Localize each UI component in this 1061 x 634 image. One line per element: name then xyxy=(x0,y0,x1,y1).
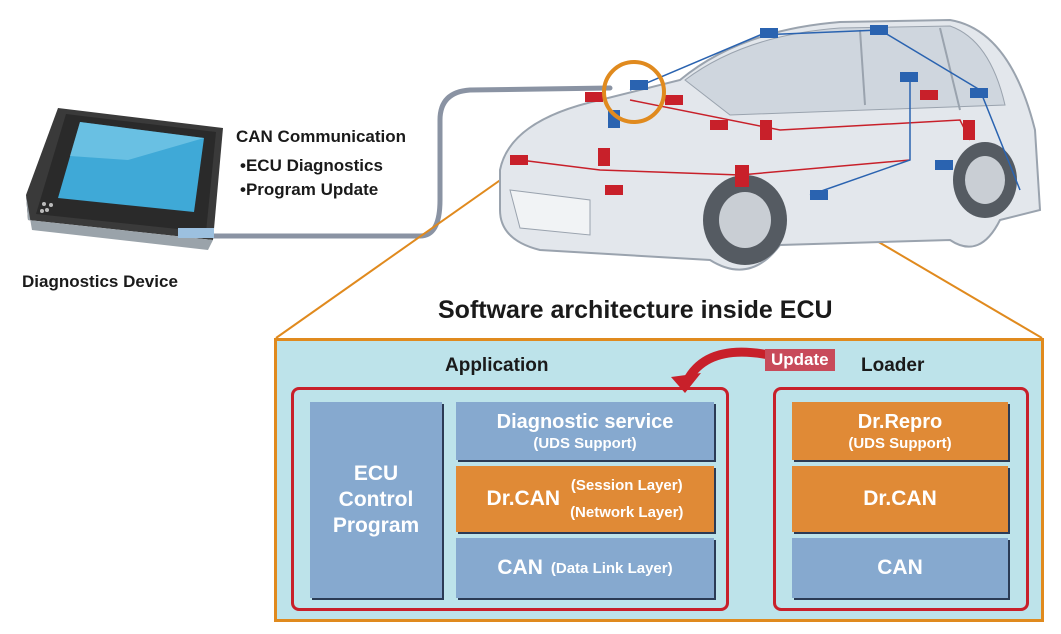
loader-group: Dr.Repro (UDS Support) Dr.CAN CAN xyxy=(773,387,1029,611)
can-app-title: CAN xyxy=(497,555,543,579)
can-loader-title: CAN xyxy=(877,555,923,579)
can-bullet-program-update: •Program Update xyxy=(240,180,379,199)
application-group: ECU Control Program Diagnostic service (… xyxy=(291,387,729,611)
can-app-block: CAN (Data Link Layer) xyxy=(456,538,714,598)
application-label: Application xyxy=(445,355,549,376)
can-app-sub: (Data Link Layer) xyxy=(550,559,673,577)
can-communication-title: CAN Communication xyxy=(236,127,406,146)
diagnostics-device-label: Diagnostics Device xyxy=(22,272,178,291)
drcan-loader-title: Dr.CAN xyxy=(863,486,937,510)
ecu-control-line-3: Program xyxy=(332,514,420,538)
ecu-control-line-2: Control xyxy=(338,487,414,511)
ecu-control-line-1: ECU xyxy=(353,461,399,485)
drrepro-block: Dr.Repro (UDS Support) xyxy=(792,402,1008,460)
update-arrow-icon xyxy=(671,347,774,393)
architecture-title: Software architecture inside ECU xyxy=(438,296,833,324)
drrepro-title: Dr.Repro xyxy=(857,411,943,433)
car-illustration xyxy=(499,18,1042,271)
tablet-icon xyxy=(26,108,223,250)
drcan-loader-block: Dr.CAN xyxy=(792,466,1008,532)
diagnostic-service-sub: (UDS Support) xyxy=(533,435,637,452)
diagnostic-service-title: Diagnostic service xyxy=(496,411,674,433)
update-badge: Update xyxy=(765,349,835,371)
can-bullet-ecu-diagnostics: •ECU Diagnostics xyxy=(240,156,383,175)
drcan-network-layer: (Network Layer) xyxy=(570,504,684,521)
ecu-architecture-panel: Application Loader Update ECU Control Pr… xyxy=(274,338,1044,622)
drcan-session-layer: (Session Layer) xyxy=(570,477,683,494)
can-loader-block: CAN xyxy=(792,538,1008,598)
drcan-app-block: Dr.CAN (Session Layer) (Network Layer) xyxy=(456,466,714,532)
drcan-app-title: Dr.CAN xyxy=(486,486,561,510)
highlight-circle-icon xyxy=(602,60,666,124)
drrepro-sub: (UDS Support) xyxy=(848,435,952,452)
loader-label: Loader xyxy=(861,355,925,376)
ecu-control-program-block: ECU Control Program xyxy=(310,402,442,598)
diagnostic-service-block: Diagnostic service (UDS Support) xyxy=(456,402,714,460)
